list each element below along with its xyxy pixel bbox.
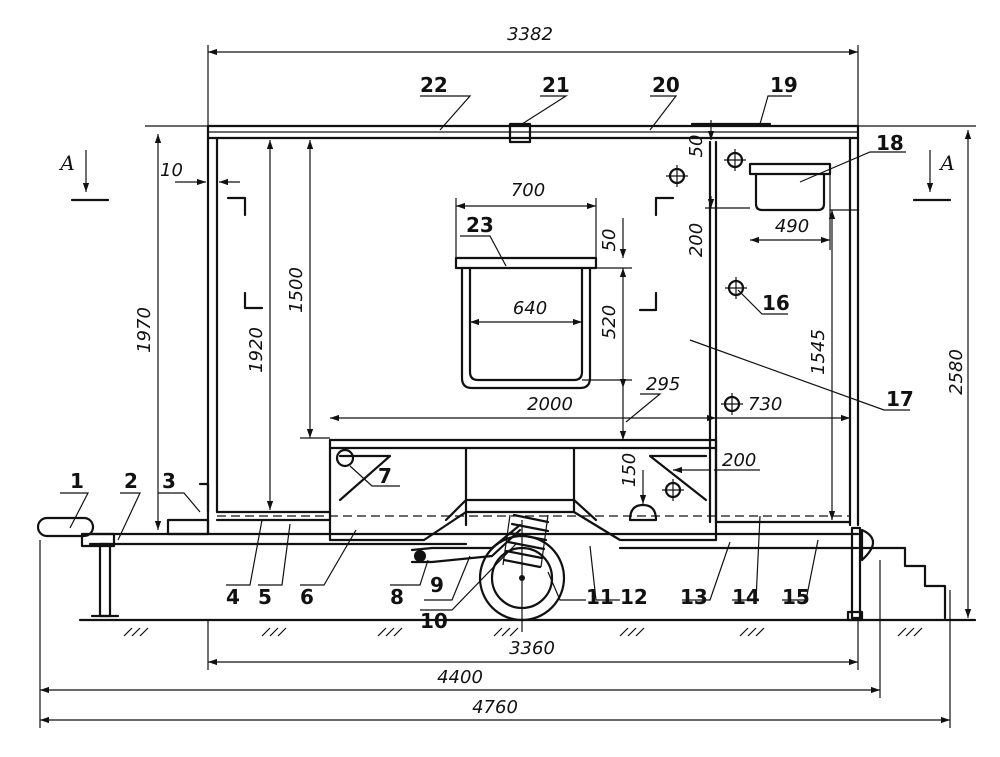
callout-10: 10 xyxy=(420,609,448,633)
dim-window-top: 50 xyxy=(599,229,620,252)
callout-8: 8 xyxy=(390,585,404,609)
callout-6: 6 xyxy=(300,585,314,609)
lamp-icon xyxy=(721,393,743,415)
dim-interior-height: 1920 xyxy=(246,327,267,373)
dim-total-height: 2580 xyxy=(946,349,967,395)
callout-19: 19 xyxy=(770,73,798,97)
callout-5: 5 xyxy=(258,585,272,609)
dim-right-height: 1545 xyxy=(808,329,829,375)
dim-side-window-inset: 200 xyxy=(686,223,707,257)
callout-9: 9 xyxy=(430,573,444,597)
callout-23: 23 xyxy=(466,213,494,237)
hitch-coupler xyxy=(36,516,95,538)
callout-11: 11 xyxy=(586,585,614,609)
callout-12: 12 xyxy=(620,585,648,609)
section-mark-left: А xyxy=(58,151,75,175)
callout-1: 1 xyxy=(70,469,84,493)
trailer-body xyxy=(36,122,977,637)
dim-floor-gap: 295 xyxy=(646,374,680,395)
dim-side-window-top: 50 xyxy=(686,135,707,158)
dim-sink-width: 490 xyxy=(775,216,809,237)
lamp-icon xyxy=(725,277,747,299)
dim-window-inner-width: 640 xyxy=(513,298,547,319)
callout-leaders xyxy=(60,95,910,611)
lamp-icon xyxy=(662,479,684,501)
dim-window-width: 700 xyxy=(511,180,545,201)
dim-entry-height: 1970 xyxy=(134,307,155,353)
roof-hatch xyxy=(508,122,532,144)
dim-interior-length: 2000 xyxy=(527,394,573,415)
window-frame xyxy=(454,256,598,270)
dim-top-length: 3382 xyxy=(507,24,553,45)
callout-18: 18 xyxy=(876,131,904,155)
support-jack xyxy=(98,542,112,618)
dimension-lines xyxy=(39,45,976,728)
dim-outlet-height: 150 xyxy=(619,453,640,487)
dim-overall-length: 4760 xyxy=(472,697,518,718)
callout-2: 2 xyxy=(124,469,138,493)
front-step xyxy=(166,518,210,536)
section-marks: А А xyxy=(58,151,955,175)
callout-20: 20 xyxy=(652,73,680,97)
callout-4: 4 xyxy=(226,585,240,609)
dim-door-height: 1500 xyxy=(286,267,307,313)
callout-numbers: 1 2 3 4 5 6 7 8 9 10 11 12 13 14 15 16 1… xyxy=(70,73,914,633)
callout-22: 22 xyxy=(420,73,448,97)
callout-15: 15 xyxy=(782,585,810,609)
dim-outlet-offset: 200 xyxy=(722,450,756,471)
dim-frame-length: 4400 xyxy=(437,667,483,688)
lamp-icon xyxy=(724,149,746,171)
callout-21: 21 xyxy=(542,73,570,97)
callout-17: 17 xyxy=(886,387,914,411)
sink-top xyxy=(748,162,832,176)
dim-right-length: 730 xyxy=(748,394,782,415)
rear-stairs xyxy=(858,546,947,620)
dimension-labels: 3382 10 700 640 490 2000 295 730 200 336… xyxy=(134,24,967,718)
callout-3: 3 xyxy=(162,469,176,493)
callout-7: 7 xyxy=(378,464,392,488)
dim-body-length: 3360 xyxy=(509,638,555,659)
callout-16: 16 xyxy=(762,291,790,315)
callout-13: 13 xyxy=(680,585,708,609)
dim-wall-offset: 10 xyxy=(160,160,183,181)
filler-cap xyxy=(335,448,355,468)
section-mark-right: А xyxy=(938,151,955,175)
callout-14: 14 xyxy=(732,585,760,609)
drain-outlet xyxy=(628,503,658,522)
lamp-icon xyxy=(666,165,688,187)
dim-window-height: 520 xyxy=(599,305,620,339)
